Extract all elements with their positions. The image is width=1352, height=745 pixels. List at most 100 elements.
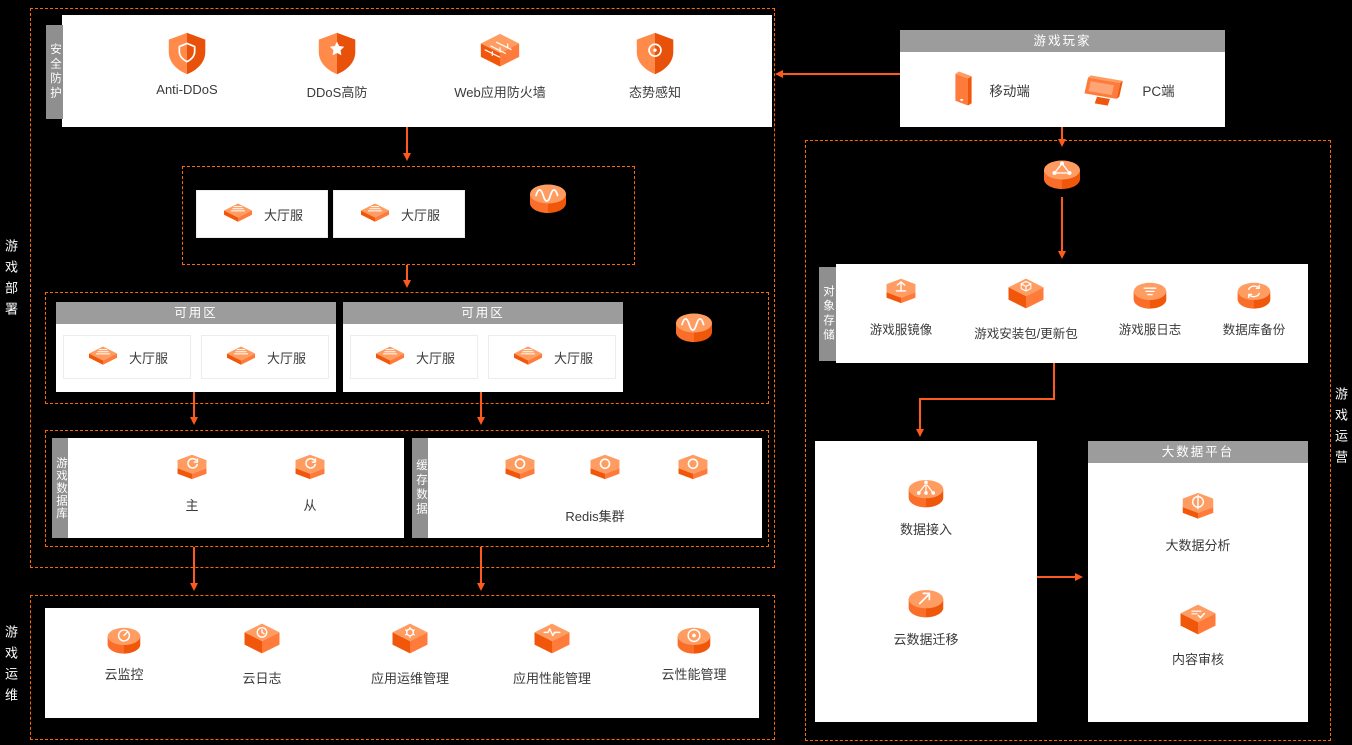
players-box: 游戏玩家 移动端 PC端 [900,30,1225,127]
zone-header: 可用区 [56,302,336,324]
deploy-region-border [30,8,775,568]
cloud-log-item: 云日志 [197,621,327,687]
situation-awareness-label: 态势感知 [628,85,681,100]
database-panel [68,438,404,538]
cdn-icon [1038,153,1086,195]
arrow-security-to-hall [402,127,411,161]
data-migration-item: 云数据迁移 [815,582,1037,648]
anti-ddos-shield-icon [164,31,210,77]
game-package-icon [1005,276,1047,318]
content-audit-label: 内容审核 [1171,652,1224,667]
mobile-label: 移动端 [989,83,1030,99]
arrow-zone1-to-database [189,392,198,425]
game-log-label: 游戏服日志 [1118,323,1182,337]
players-header: 游戏玩家 [900,30,1225,52]
game-package-label: 游戏安装包/更新包 [974,327,1078,341]
db-master-item: 主 [152,452,232,514]
hall-card-2: 大厅服 [333,190,465,238]
app-ops-gear-icon [389,621,431,663]
ddos-pro-item: DDoS高防 [267,31,407,101]
cloud-monitor-icon [102,621,146,659]
arrow-players-to-security [775,69,900,78]
cloud-log-icon [241,621,283,663]
hall-group-border [182,166,635,265]
zones-group-border [45,292,769,404]
hall-card: 大厅服 [63,335,191,379]
hall-card-label: 大厅服 [415,350,455,366]
arrow-zone2-to-cache [476,392,485,425]
redis-cluster-label: Redis集群 [565,509,625,524]
hall-server-icon [224,343,258,371]
ops-panel [45,608,759,718]
data-ingest-item: 数据接入 [815,472,1037,538]
arrow-cdn-to-oss [1057,197,1066,259]
bigdata-box: 大数据平台 [1088,441,1308,722]
cloud-perf-meter-icon [672,621,716,659]
mobile-phone-icon [950,67,977,112]
game-image-label: 游戏服镜像 [869,323,933,337]
ddos-pro-shield-icon [314,31,360,77]
hall-server-icon [511,343,545,371]
app-ops-mgmt-item: 应用运维管理 [345,621,475,687]
hall-card-1: 大厅服 [196,190,328,238]
bigdata-analysis-icon [1175,490,1221,530]
arrow-database-to-ops [189,547,198,591]
players-body: 移动端 PC端 [900,52,1225,127]
db-slave-icon [288,452,332,490]
data-ingest-icon [903,472,949,514]
arrow-oss-to-dataflow-segment-1 [1053,363,1055,400]
load-balancer-icon [670,306,718,348]
data-tier-border [45,430,769,547]
hall-server-icon [221,200,255,228]
security-strip-label: 安全防护 [46,25,63,119]
region-label-ops: 游戏运维 [3,625,18,709]
operation-region-border [805,140,1331,741]
db-master-label: 主 [185,498,199,513]
data-migration-label: 云数据迁移 [893,632,959,647]
mobile-item: 移动端 [950,67,1030,112]
content-audit-item: 内容审核 [1088,602,1308,668]
arrow-players-to-cdn [1057,127,1066,147]
cloud-monitor-label: 云监控 [104,667,144,682]
hall-card-label: 大厅服 [263,207,303,223]
app-perf-pulse-icon [531,621,573,663]
region-label-operation: 游戏运营 [1333,387,1348,471]
database-strip-label: 游戏数据库 [52,438,69,538]
arrow-oss-to-dataflow-segment-3 [915,398,924,437]
app-perf-mgmt-label: 应用性能管理 [512,671,591,686]
pc-monitor-icon [1080,69,1130,111]
bigdata-header: 大数据平台 [1088,441,1308,463]
hall-card-label: 大厅服 [553,350,593,366]
oss-strip-label: 对象存储 [819,267,836,361]
situation-awareness-icon [632,31,678,77]
arrow-cache-to-ops [476,547,485,591]
hall-card: 大厅服 [350,335,478,379]
zone-box-1: 可用区 大厅服 大厅服 [56,302,336,392]
cache-panel [428,438,762,538]
db-master-icon [170,452,214,490]
redis-node-icon [583,452,627,490]
cloud-perf-mgmt-label: 云性能管理 [661,667,727,682]
hall-card-label: 大厅服 [400,207,440,223]
hall-card: 大厅服 [488,335,616,379]
bigdata-analysis-item: 大数据分析 [1088,490,1308,554]
hall-card-label: 大厅服 [128,350,168,366]
oss-panel [836,264,1308,363]
db-slave-label: 从 [303,498,317,513]
bigdata-analysis-label: 大数据分析 [1165,538,1231,553]
app-perf-mgmt-item: 应用性能管理 [487,621,617,687]
db-backup-item: 数据库备份 [1194,276,1314,338]
data-migration-icon [903,582,949,624]
arrow-oss-to-dataflow-segment-2 [919,398,1055,400]
pc-item: PC端 [1080,69,1175,111]
game-image-item: 游戏服镜像 [841,276,961,338]
db-backup-icon [1232,276,1276,314]
hall-server-icon [373,343,407,371]
content-audit-icon [1177,602,1219,644]
app-ops-mgmt-label: 应用运维管理 [370,671,449,686]
arrow-hall-to-zones [402,265,411,288]
hall-server-icon [86,343,120,371]
data-ingest-label: 数据接入 [899,522,952,537]
waf-firewall-icon [477,31,523,77]
db-slave-item: 从 [270,452,350,514]
